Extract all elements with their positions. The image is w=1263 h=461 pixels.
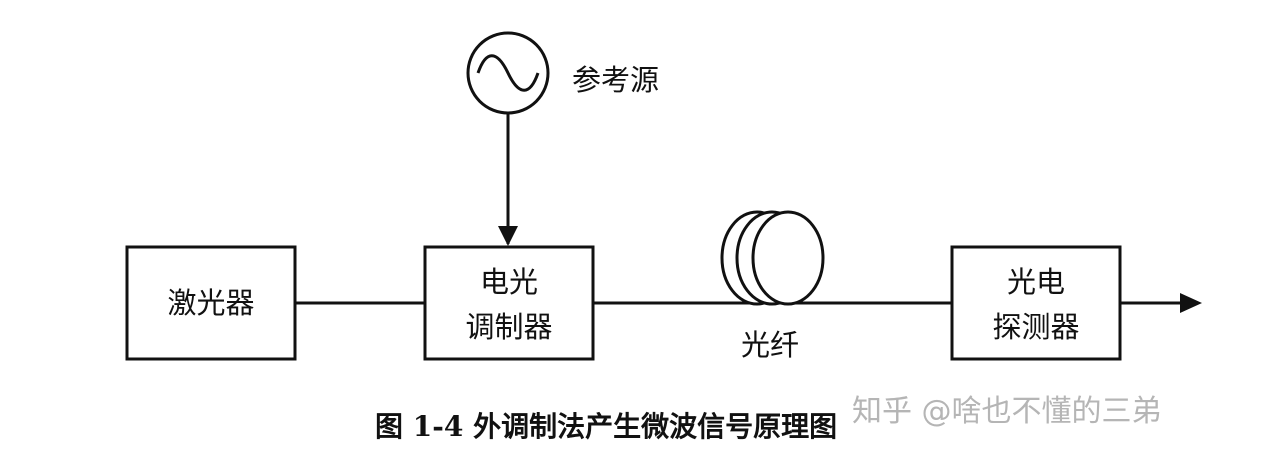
watermark-text: 知乎 @啥也不懂的三弟 [852, 394, 1162, 429]
output-arrowhead [1180, 293, 1202, 313]
reference-source-symbol [466, 31, 550, 115]
detector-label-line2: 探测器 [992, 310, 1079, 344]
reference-arrowhead [498, 226, 518, 246]
modulator-label-line2: 调制器 [465, 310, 552, 344]
modulator-label-line1: 电光 [480, 265, 538, 299]
sine-wave-icon [476, 54, 540, 92]
reference-source-label: 参考源 [572, 63, 659, 97]
figure-caption: 图 1-4 外调制法产生微波信号原理图 [375, 410, 837, 443]
modulator-block: 电光 调制器 [423, 245, 595, 361]
detector-block: 光电 探测器 [950, 245, 1122, 361]
fiber-coil-icon [720, 210, 825, 306]
laser-label: 激光器 [167, 286, 254, 320]
laser-block: 激光器 [125, 245, 297, 361]
detector-label-line1: 光电 [1007, 265, 1065, 299]
fiber-label: 光纤 [741, 328, 799, 362]
